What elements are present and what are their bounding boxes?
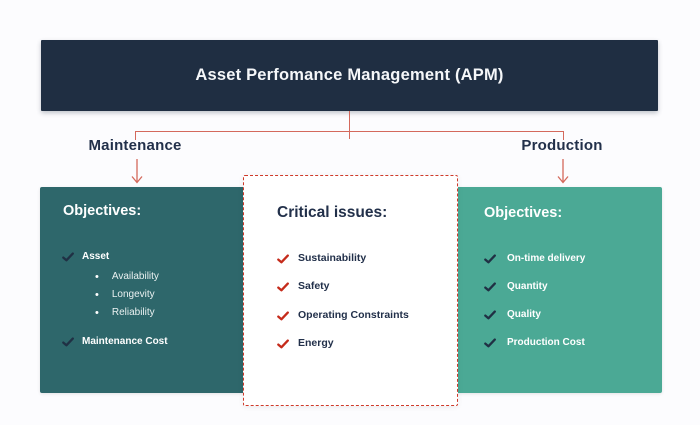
branch-label-production: Production bbox=[521, 137, 603, 154]
diagram-title: Asset Perfomance Management (APM) bbox=[195, 66, 504, 84]
list-item-label: Operating Constraints bbox=[298, 309, 409, 321]
list-item: Operating Constraints bbox=[277, 309, 409, 322]
arrow-down-icon bbox=[556, 159, 570, 185]
list-item-label: Safety bbox=[298, 280, 330, 292]
connector-left-drop-line bbox=[135, 131, 136, 140]
diagram-title-bar: Asset Perfomance Management (APM) bbox=[41, 40, 658, 111]
check-icon bbox=[62, 336, 74, 347]
check-icon bbox=[484, 337, 496, 348]
check-icon bbox=[277, 310, 289, 321]
production-objectives-panel: Objectives: On-time delivery Quantity Qu… bbox=[453, 187, 662, 393]
list-item-label: Quality bbox=[507, 309, 541, 320]
branch-label-maintenance: Maintenance bbox=[88, 137, 182, 154]
list-item-label: Maintenance Cost bbox=[82, 336, 168, 347]
list-item: Asset bbox=[62, 250, 109, 263]
panel-title: Critical issues: bbox=[277, 204, 388, 221]
bullet-icon: • bbox=[95, 270, 99, 283]
arrow-down-icon bbox=[130, 159, 144, 185]
panel-title: Objectives: bbox=[63, 203, 142, 219]
list-item-label: Production Cost bbox=[507, 337, 585, 348]
list-item-label: Sustainability bbox=[298, 252, 367, 264]
bullet-icon: • bbox=[95, 306, 99, 319]
check-icon bbox=[277, 281, 289, 292]
sub-list-item-label: Availability bbox=[111, 271, 159, 282]
list-item: Production Cost bbox=[484, 336, 585, 349]
list-item-label: Energy bbox=[298, 337, 334, 349]
list-item-label: On-time delivery bbox=[507, 253, 586, 264]
list-item: Quality bbox=[484, 308, 541, 321]
bullet-icon: • bbox=[95, 288, 99, 301]
list-item: Safety bbox=[277, 280, 330, 293]
maintenance-objectives-panel: Objectives: Asset • Availability • Longe… bbox=[40, 187, 247, 393]
connector-stem-line bbox=[349, 111, 350, 139]
check-icon bbox=[277, 253, 289, 264]
list-item-label: Asset bbox=[82, 251, 110, 262]
list-item-label: Quantity bbox=[507, 281, 548, 292]
list-item: Quantity bbox=[484, 280, 548, 293]
sub-list-item-label: Reliability bbox=[111, 307, 155, 318]
sub-list-item: • Availability bbox=[95, 271, 159, 282]
sub-list-item: • Longevity bbox=[95, 289, 155, 300]
list-item: Sustainability bbox=[277, 252, 366, 265]
check-icon bbox=[277, 338, 289, 349]
check-icon bbox=[62, 251, 74, 262]
list-item: On-time delivery bbox=[484, 252, 585, 265]
critical-issues-panel: Critical issues: Sustainability Safety O… bbox=[243, 175, 458, 406]
check-icon bbox=[484, 309, 496, 320]
panel-title: Objectives: bbox=[484, 205, 563, 221]
connector-right-drop-line bbox=[563, 131, 564, 140]
sub-list-item: • Reliability bbox=[95, 307, 155, 318]
connector-horizontal-line bbox=[135, 131, 564, 132]
sub-list-item-label: Longevity bbox=[111, 289, 155, 300]
check-icon bbox=[484, 253, 496, 264]
list-item: Energy bbox=[277, 337, 334, 350]
check-icon bbox=[484, 281, 496, 292]
list-item: Maintenance Cost bbox=[62, 335, 168, 348]
